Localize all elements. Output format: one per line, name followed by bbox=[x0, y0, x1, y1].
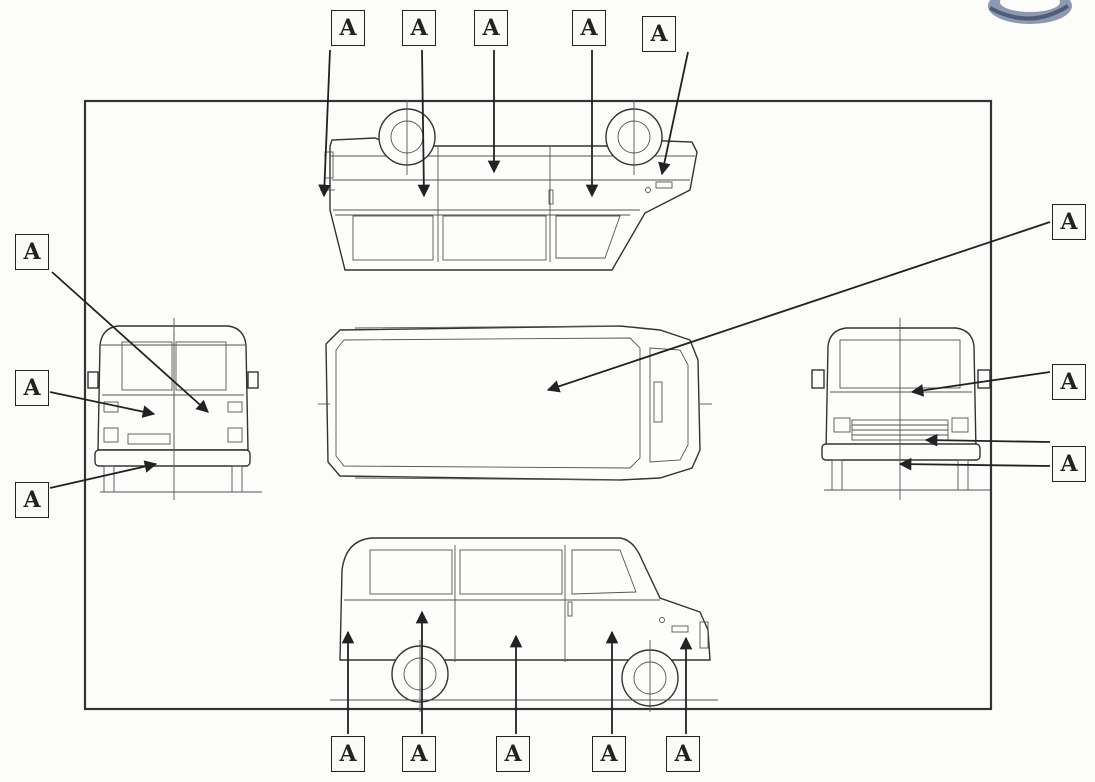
van-front-view bbox=[811, 318, 991, 500]
label-bottom-3: A bbox=[496, 736, 530, 772]
label-left-2: A bbox=[15, 370, 49, 406]
label-top-2: A bbox=[402, 10, 436, 46]
pointer-arrows bbox=[49, 49, 1051, 734]
arrow-left-2 bbox=[49, 391, 156, 418]
arrow-right-1 bbox=[546, 221, 1051, 393]
label-bottom-1: A bbox=[331, 736, 365, 772]
arrow-left-3 bbox=[49, 460, 158, 489]
arrow-top-1 bbox=[318, 49, 331, 198]
label-bottom-2: A bbox=[402, 736, 436, 772]
label-left-3: A bbox=[15, 482, 49, 518]
label-bottom-5: A bbox=[666, 736, 700, 772]
diagram-frame bbox=[83, 99, 993, 711]
arrow-right-2 bbox=[910, 371, 1051, 397]
label-top-4: A bbox=[572, 10, 606, 46]
arrow-top-2 bbox=[417, 49, 431, 198]
van-side-view-bottom bbox=[330, 537, 718, 712]
logo-icon bbox=[988, 0, 1072, 24]
arrow-top-5 bbox=[658, 51, 689, 176]
label-top-1: A bbox=[331, 10, 365, 46]
label-right-2: A bbox=[1052, 364, 1086, 400]
van-side-view-top bbox=[320, 100, 698, 271]
van-rear-view bbox=[87, 318, 262, 500]
label-right-3: A bbox=[1052, 446, 1086, 482]
van-roof-view bbox=[318, 325, 712, 481]
arrow-left-1 bbox=[51, 271, 209, 413]
label-top-3: A bbox=[474, 10, 508, 46]
arrow-right-3a bbox=[924, 433, 1051, 447]
arrow-right-3b bbox=[898, 457, 1051, 471]
label-bottom-4: A bbox=[592, 736, 626, 772]
label-top-5: A bbox=[642, 16, 676, 52]
label-right-1: A bbox=[1052, 204, 1086, 240]
label-left-1: A bbox=[15, 234, 49, 270]
